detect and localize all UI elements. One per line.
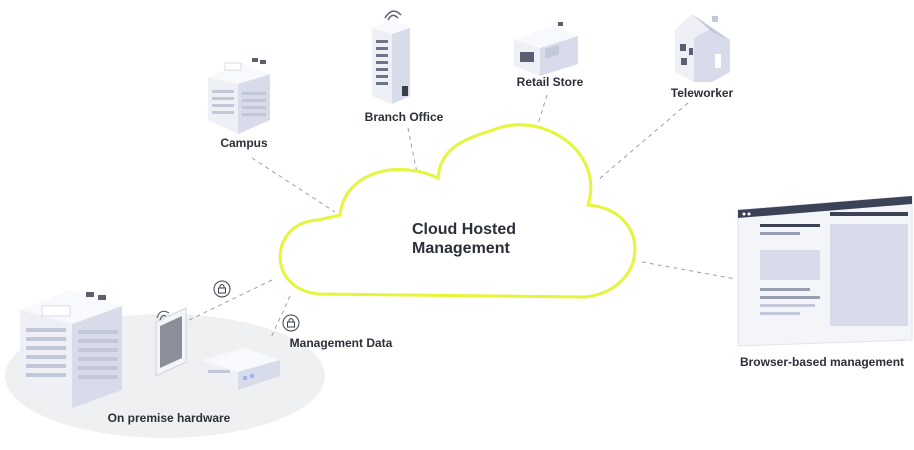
connector-teleworker (597, 102, 689, 181)
branch-office-building-icon (372, 10, 410, 104)
branch-office-label: Branch Office (364, 110, 444, 124)
on-premise-label: On premise hardware (107, 411, 231, 425)
cloud-shape (278, 123, 637, 299)
teleworker-house-icon (675, 14, 730, 82)
management-data-label: Management Data (289, 336, 393, 350)
retail-store-label: Retail Store (516, 75, 584, 89)
connectors (184, 94, 737, 341)
browser-management-label: Browser-based management (739, 355, 905, 369)
router-device-icon (202, 348, 280, 390)
connector-router (269, 295, 291, 341)
retail-store-building-icon (514, 22, 578, 76)
tablet-device-icon (155, 307, 187, 377)
on-premise-building-icon (20, 290, 122, 408)
connector-retail-store (537, 94, 548, 125)
campus-label: Campus (220, 136, 268, 150)
campus-building-icon (208, 58, 270, 134)
teleworker-label: Teleworker (670, 86, 734, 100)
cloud-title-line1: Cloud Hosted (412, 221, 516, 238)
browser-window-icon (737, 195, 913, 347)
connector-tablet (184, 279, 273, 323)
connector-campus (251, 157, 336, 213)
lock-icon (282, 314, 300, 332)
connector-browser (641, 261, 737, 280)
cloud-title: Cloud Hosted Management (412, 220, 516, 258)
cloud-title-line2: Management (412, 240, 510, 257)
lock-icon (213, 280, 231, 298)
